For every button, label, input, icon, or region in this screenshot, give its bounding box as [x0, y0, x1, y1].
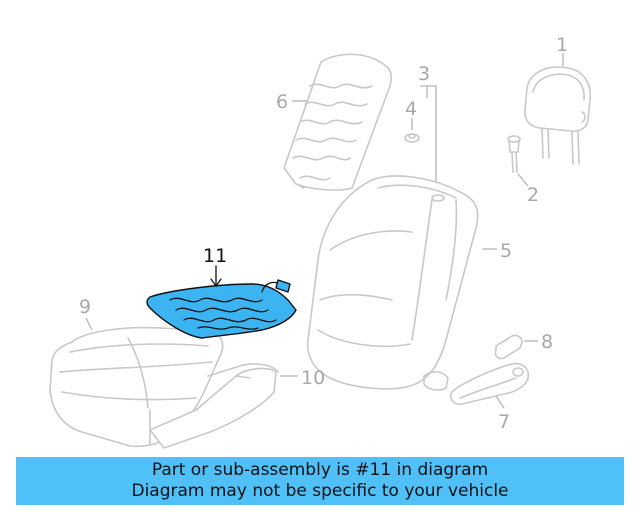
- part-side-trim: [449, 362, 530, 406]
- callout-3: 3: [418, 63, 430, 85]
- callout-6: 6: [276, 91, 288, 113]
- callout-8: 8: [541, 331, 553, 353]
- banner-line-1: Part or sub-assembly is #11 in diagram: [151, 460, 489, 480]
- part-cushion-pad: [149, 363, 279, 449]
- callout-4: 4: [405, 98, 417, 120]
- part-headrest-guide: [507, 135, 521, 173]
- callout-10: 10: [301, 367, 325, 389]
- part-clip: [404, 133, 420, 143]
- callout-11: 11: [203, 245, 227, 267]
- callout-2: 2: [527, 184, 539, 206]
- part-headrest: [524, 66, 592, 165]
- banner-line-2: Diagram may not be specific to your vehi…: [131, 481, 509, 501]
- callout-9: 9: [79, 296, 91, 318]
- part-seatback-cover: [306, 175, 479, 391]
- callout-5: 5: [500, 240, 512, 262]
- callout-1: 1: [556, 34, 568, 56]
- callout-7: 7: [498, 411, 510, 433]
- part-seatback-spring: [283, 53, 393, 191]
- part-seat-heater: [146, 279, 297, 339]
- part-cap: [494, 334, 523, 360]
- info-banner: Part or sub-assembly is #11 in diagram D…: [16, 457, 624, 505]
